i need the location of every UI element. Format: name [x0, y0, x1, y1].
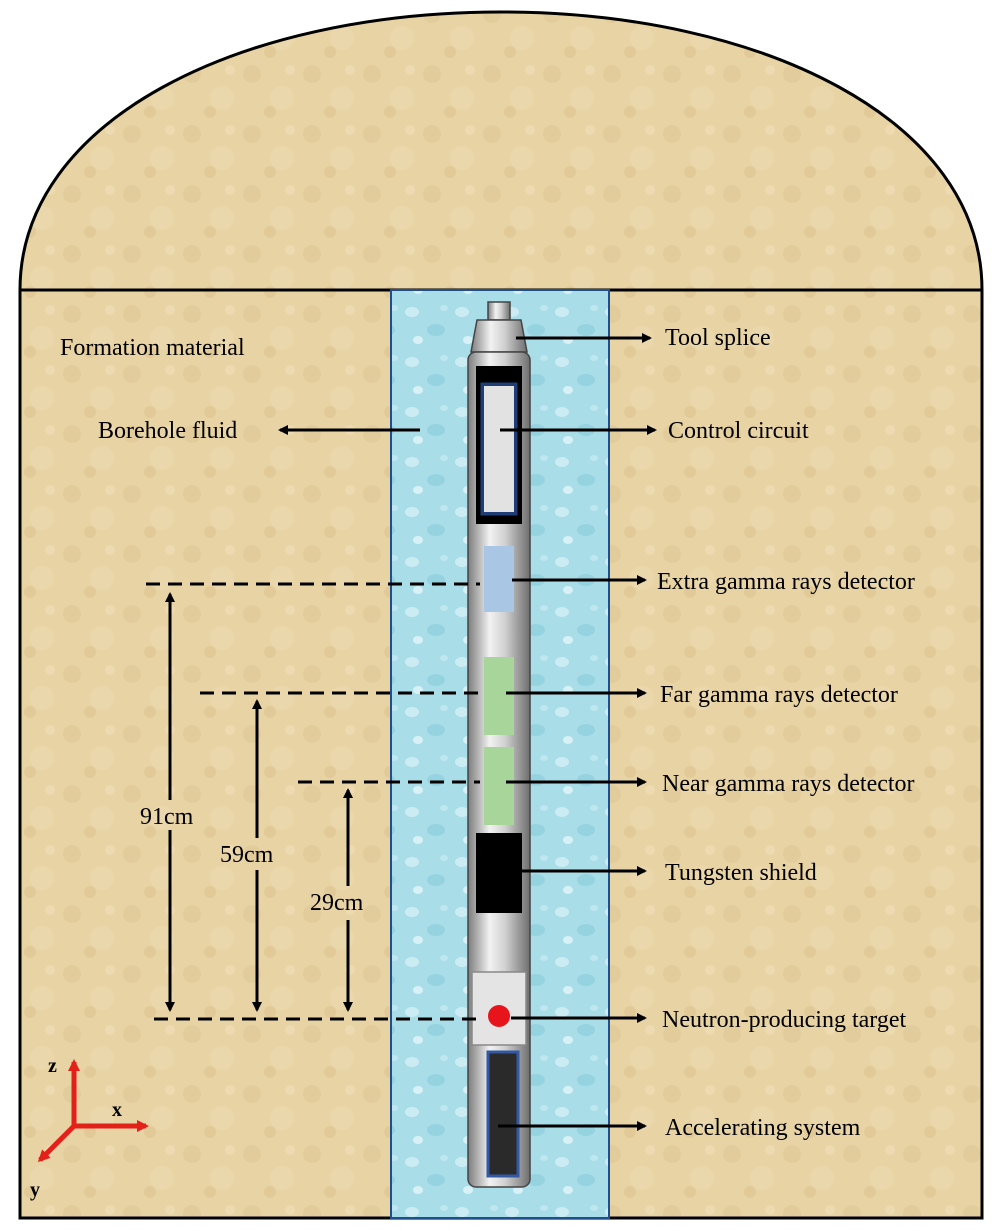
- neutron-target-dot: [488, 1005, 510, 1027]
- target-label: Neutron-producing target: [662, 1007, 906, 1033]
- y-axis-label: y: [30, 1179, 40, 1201]
- spacing-guides: [146, 582, 480, 1021]
- near-detector-label: Near gamma rays detector: [662, 771, 915, 797]
- spacing-91-label: 91cm: [140, 804, 194, 830]
- near-detector-crystal: [484, 747, 514, 825]
- tungsten-label: Tungsten shield: [665, 860, 817, 886]
- tungsten-block: [476, 833, 522, 913]
- axes-glyph: [37, 1059, 149, 1163]
- spacing-59-label: 59cm: [220, 842, 274, 868]
- borehole-label: Borehole fluid: [98, 418, 237, 444]
- logging-tool: [467, 301, 531, 1188]
- far-detector-label: Far gamma rays detector: [660, 682, 898, 708]
- far-detector-crystal: [484, 657, 514, 735]
- extra-detector-crystal: [484, 546, 514, 612]
- callout-arrows: [278, 333, 657, 1131]
- spacing-arrows: [165, 592, 353, 1012]
- control-circuit-label: Control circuit: [668, 418, 809, 444]
- tool-splice-label: Tool splice: [665, 325, 771, 351]
- spacing-29-label: 29cm: [310, 890, 364, 916]
- formation-label: Formation material: [60, 335, 245, 361]
- extra-detector-label: Extra gamma rays detector: [657, 569, 915, 595]
- z-axis-label: z: [48, 1055, 57, 1077]
- x-axis-label: x: [112, 1099, 122, 1121]
- accelerating-label: Accelerating system: [665, 1115, 861, 1141]
- accelerator-tube: [486, 1050, 520, 1178]
